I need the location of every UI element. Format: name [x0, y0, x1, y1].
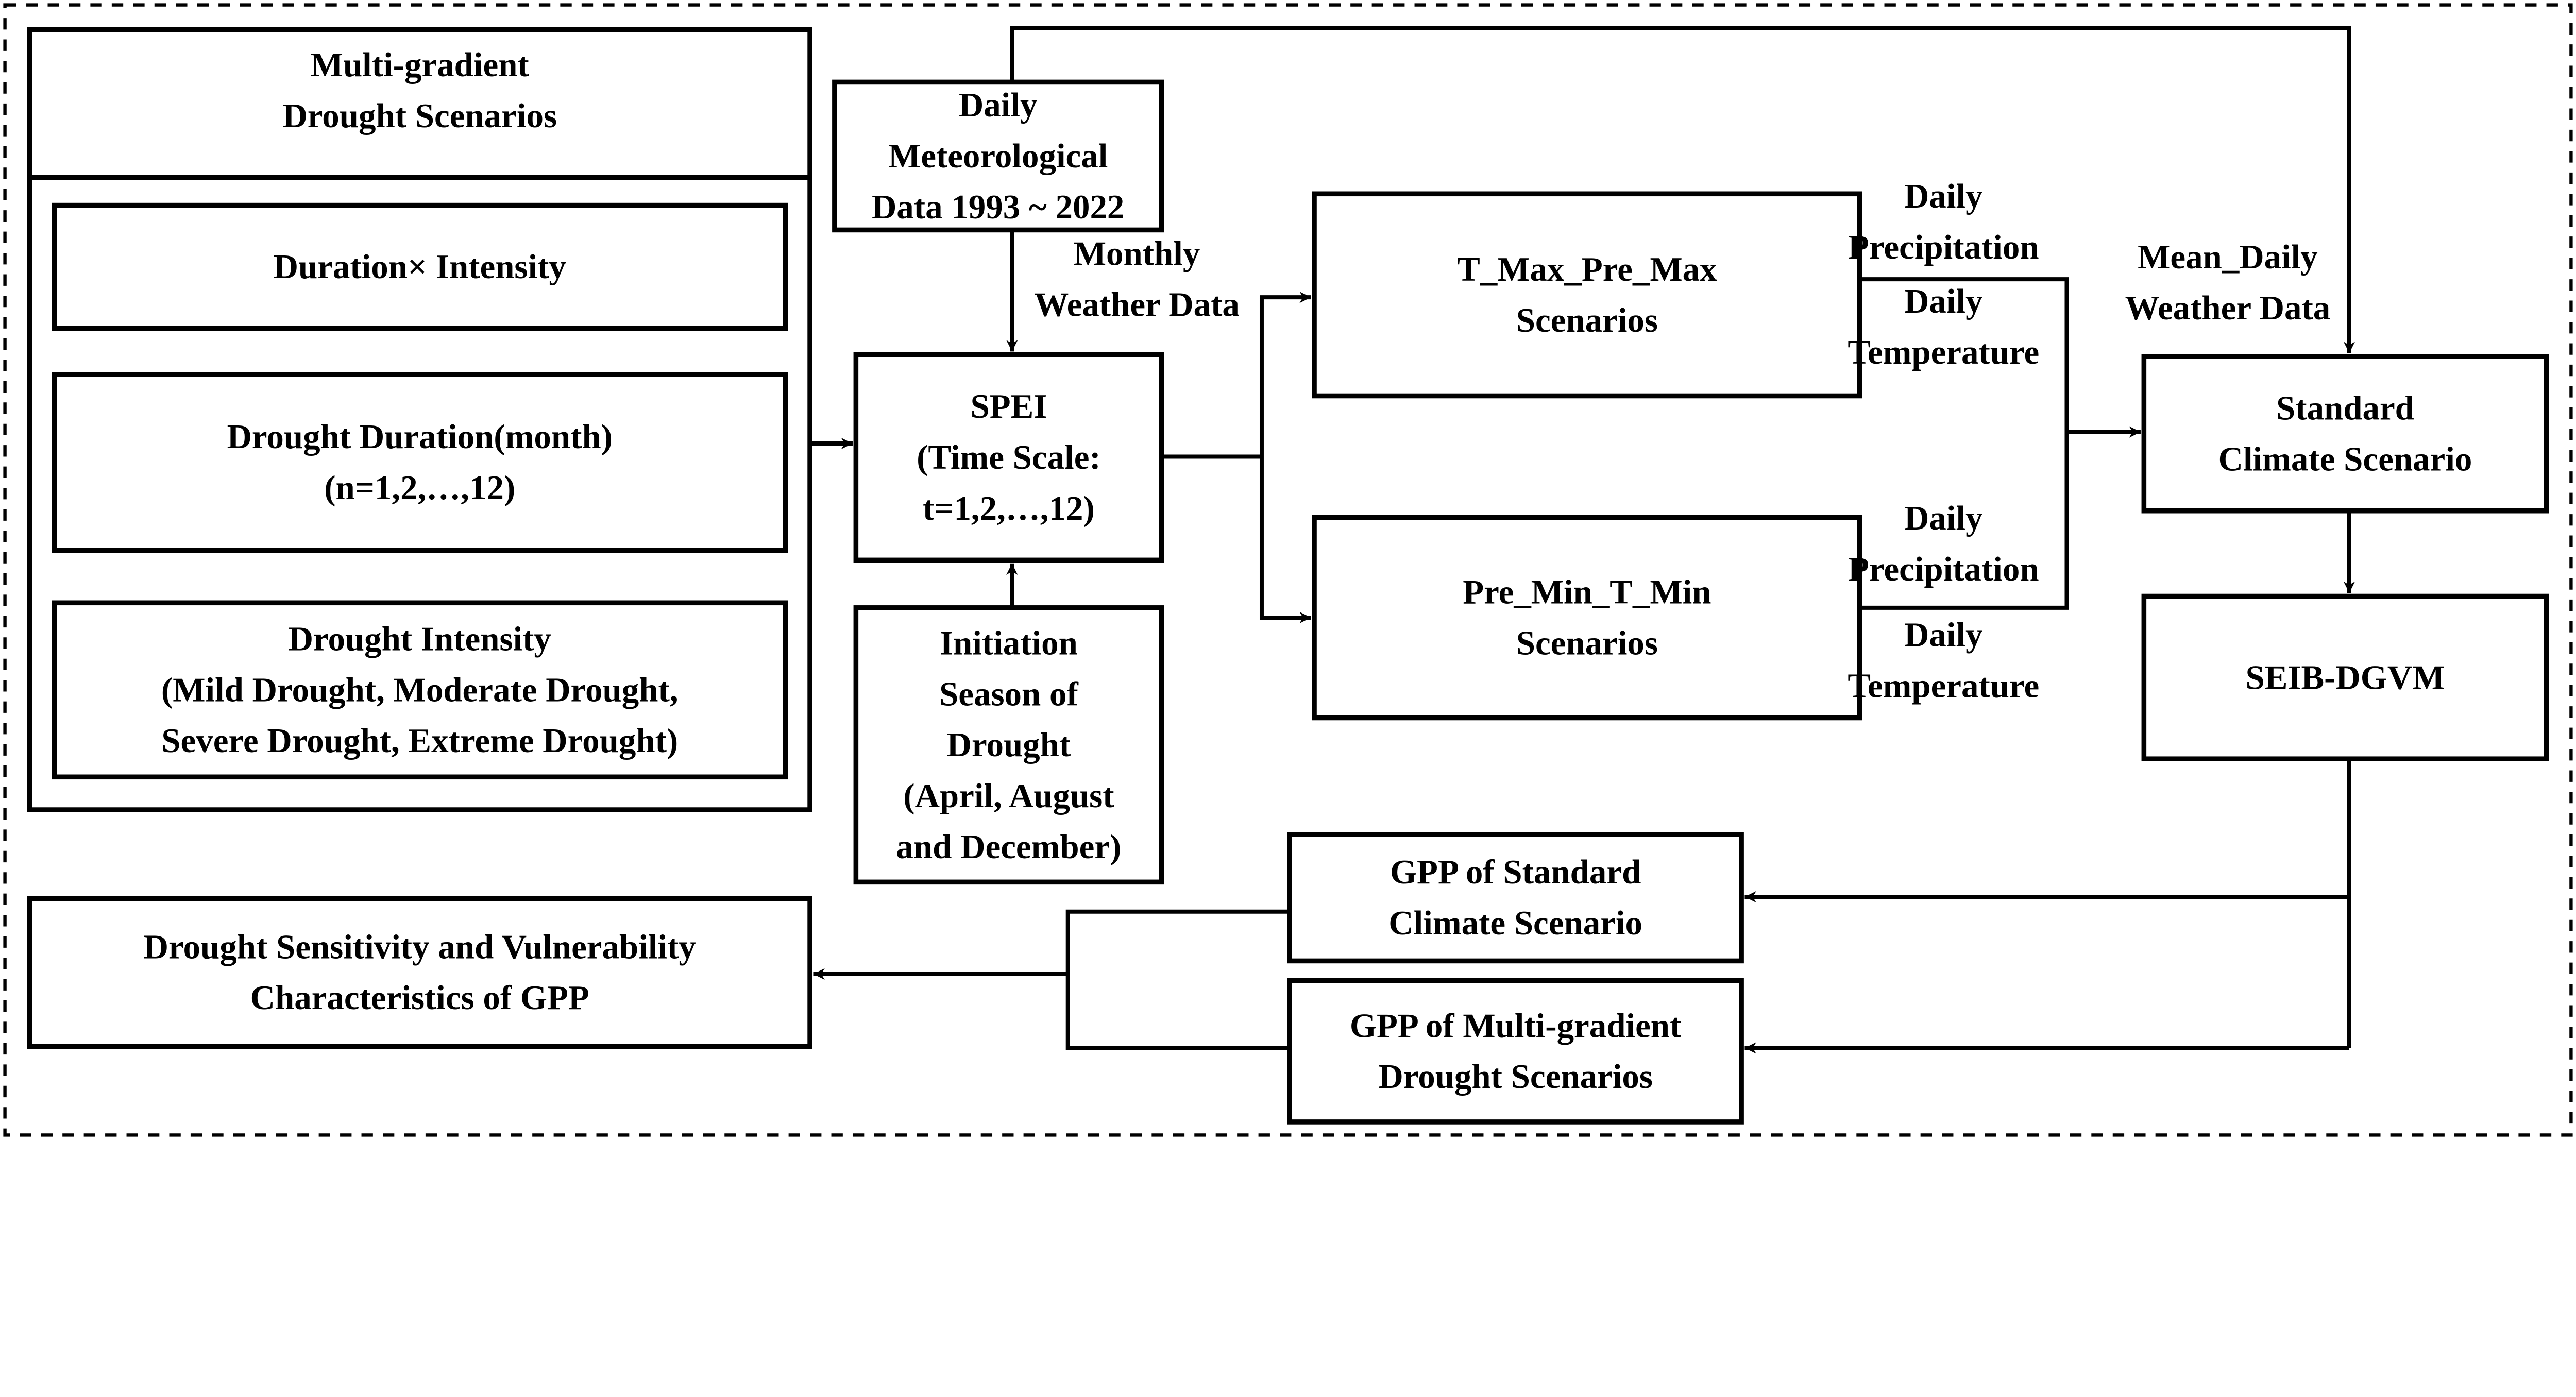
gpp-standard-text: GPP of Standard: [1390, 853, 1641, 891]
gpp-merge-line: [1065, 909, 1290, 1050]
initiation-text: Initiation: [940, 624, 1078, 662]
connectors: [810, 26, 2355, 1054]
spei-text: t=1,2,…,12): [923, 489, 1095, 527]
standard-text: Standard: [2276, 389, 2414, 427]
outer-dashed-border: [3, 3, 2573, 1137]
drought-duration-text: (n=1,2,…,12): [324, 469, 515, 507]
spei-to-premin-arrow: [1259, 456, 1311, 624]
tmax-temp-text: Temperature: [1848, 333, 2039, 371]
premin-text: Scenarios: [1516, 624, 1658, 662]
drought-duration-box: Drought Duration(month) (n=1,2,…,12): [52, 372, 788, 553]
spei-to-tmax-arrow: [1259, 292, 1311, 457]
scenarios-title-text: Drought Scenarios: [282, 97, 557, 135]
drought-duration-text: Drought Duration(month): [227, 418, 613, 456]
sensitivity-text: Characteristics of GPP: [250, 979, 589, 1017]
premin-precip-text: Daily: [1904, 499, 1983, 537]
initiation-text: Season of: [939, 675, 1078, 713]
seib-text: SEIB-DGVM: [2246, 658, 2445, 696]
gpp-standard-text: Climate Scenario: [1388, 904, 1642, 942]
duration-intensity-text: Duration× Intensity: [274, 248, 566, 286]
tmax-text: T_Max_Pre_Max: [1457, 250, 1717, 288]
premin-text: Pre_Min_T_Min: [1463, 573, 1711, 611]
tmax-precip-text: Daily: [1904, 177, 1983, 215]
daily-met-text: Meteorological: [888, 137, 1108, 175]
daily-met-text: Daily: [959, 86, 1038, 124]
spei-box: SPEI (Time Scale: t=1,2,…,12): [853, 352, 1164, 563]
initiation-text: Drought: [947, 726, 1071, 764]
duration-intensity-box: Duration× Intensity: [52, 202, 788, 331]
monthly-text: Monthly: [1074, 235, 1200, 273]
initiation-text: (April, August: [903, 777, 1114, 815]
monthly-text: Weather Data: [1034, 286, 1240, 324]
gpp-multi-text: Drought Scenarios: [1378, 1058, 1653, 1096]
scenarios-title-text: Multi-gradient: [311, 46, 529, 84]
sensitivity-box: Drought Sensitivity and VulnerabilityCha…: [27, 896, 812, 1049]
spei-text: (Time Scale:: [917, 438, 1101, 476]
tmax-precip-text: Precipitation: [1848, 228, 2039, 266]
drought-intensity-text: Drought Intensity: [289, 620, 551, 658]
initiation-text: and December): [896, 828, 1121, 866]
premin-temp-text: Temperature: [1848, 667, 2039, 705]
drought-intensity-box: Drought Intensity (Mild Drought, Moderate…: [52, 600, 788, 780]
premin-temp-text: Daily: [1904, 616, 1983, 654]
tmax-temp-text: Daily: [1904, 282, 1983, 320]
seib-box: SEIB-DGVM: [2141, 593, 2549, 761]
tmax-text: Scenarios: [1516, 301, 1658, 339]
mean-daily-text: Weather Data: [2125, 289, 2331, 327]
drought-intensity-text: (Mild Drought, Moderate Drought,: [161, 671, 679, 709]
daily-to-standard-arrow: [1010, 26, 2355, 353]
spei-text: SPEI: [970, 387, 1047, 425]
premin-precip-text: Precipitation: [1848, 550, 2039, 588]
gpp-multi-text: GPP of Multi-gradient: [1350, 1007, 1681, 1045]
daily-met-text: Data 1993 ~ 2022: [872, 188, 1124, 226]
standard-text: Climate Scenario: [2218, 440, 2472, 478]
sensitivity-text: Drought Sensitivity and Vulnerability: [144, 928, 696, 966]
mean-daily-text: Mean_Daily: [2138, 238, 2318, 276]
drought-intensity-text: Severe Drought, Extreme Drought): [161, 722, 678, 760]
tmax-out-line: [1859, 277, 2069, 610]
